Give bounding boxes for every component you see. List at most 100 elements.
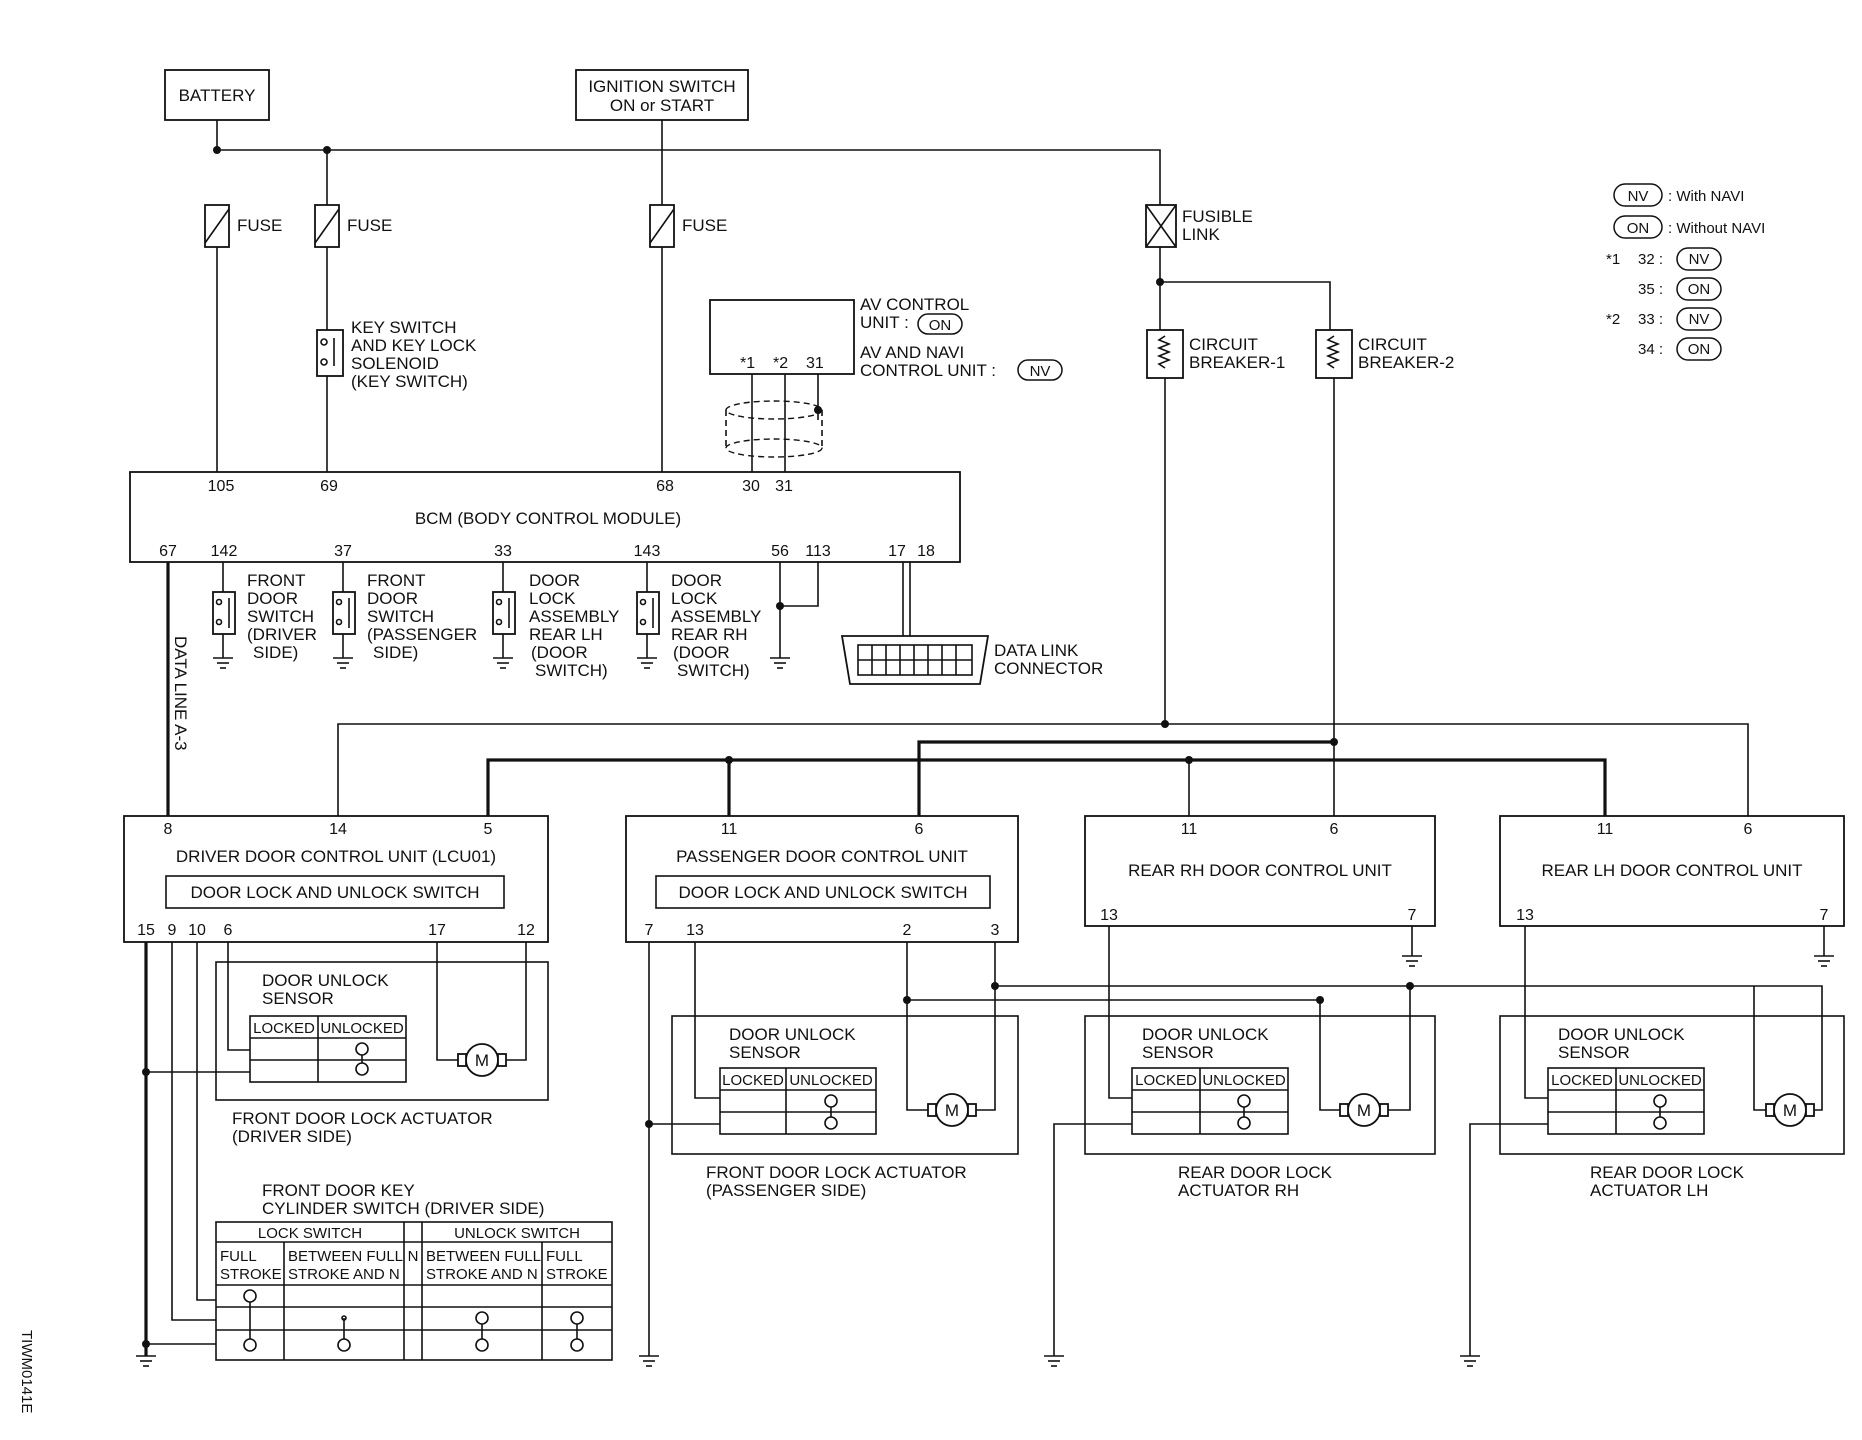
sw-rlh-l6: SWITCH)	[535, 661, 608, 680]
fuse-3: FUSE	[649, 204, 727, 248]
drv-col-locked: LOCKED	[253, 1020, 315, 1037]
sw-rlh-l2: LOCK	[529, 589, 576, 608]
rear-lh-door-control-unit: 11 6 REAR LH DOOR CONTROL UNIT 13 7	[1499, 815, 1845, 927]
key-cyl-stroke1: STROKE	[220, 1266, 282, 1283]
front-door-key-cylinder-switch: FRONT DOOR KEY CYLINDER SWITCH (DRIVER S…	[215, 1181, 613, 1361]
av-nv-tag: NV	[1030, 363, 1051, 380]
data-link-connector: DATA LINK CONNECTOR	[840, 562, 1103, 685]
sw-rrh-l4: REAR RH	[671, 625, 748, 644]
bcm-pin-37: 37	[334, 543, 352, 560]
rlh-pin-7: 7	[1820, 907, 1829, 924]
battery-label: BATTERY	[179, 86, 256, 105]
fusible-link-label-2: LINK	[1182, 225, 1220, 244]
rrh-col-unlocked: UNLOCKED	[1202, 1072, 1286, 1089]
cb2-label-1: CIRCUIT	[1358, 335, 1427, 354]
sw-pass-l3: SWITCH	[367, 607, 434, 626]
rrh-pin-11: 11	[1181, 821, 1198, 838]
key-switch: KEY SWITCH AND KEY LOCK SOLENOID (KEY SW…	[316, 318, 477, 391]
bcm-title: BCM (BODY CONTROL MODULE)	[415, 509, 681, 528]
bcm-pin-69: 69	[320, 478, 338, 495]
rlh-actuator-l1: REAR DOOR LOCK	[1590, 1163, 1745, 1182]
circuit-breaker-1: CIRCUIT BREAKER-1	[1146, 329, 1285, 379]
sw-driver-l3: SWITCH	[247, 607, 314, 626]
door-lock-assembly-rear-lh: DOOR LOCK ASSEMBLY REAR LH (DOOR SWITCH)	[492, 562, 619, 680]
ddu-title: DRIVER DOOR CONTROL UNIT (LCU01)	[176, 847, 496, 866]
pass-sensor-l2: SENSOR	[729, 1043, 801, 1062]
front-door-switch-passenger: FRONT DOOR SWITCH (PASSENGER SIDE)	[332, 562, 477, 669]
av-control-unit-label: CONTROL UNIT :	[860, 361, 996, 380]
rlh-col-unlocked: UNLOCKED	[1618, 1072, 1702, 1089]
bcm-pin-30: 30	[742, 478, 760, 495]
dlc-label-1: DATA LINK	[994, 641, 1079, 660]
pdu-switch-label[interactable]: DOOR LOCK AND UNLOCK SWITCH	[678, 883, 967, 902]
rlh-pin-13: 13	[1516, 907, 1534, 924]
key-switch-label-4: (KEY SWITCH)	[351, 372, 468, 391]
fuse-2-label: FUSE	[347, 216, 392, 235]
rear-rh-door-control-unit: 11 6 REAR RH DOOR CONTROL UNIT 13 7	[1084, 815, 1436, 927]
pass-actuator-l1: FRONT DOOR LOCK ACTUATOR	[706, 1163, 967, 1182]
ignition-switch: IGNITION SWITCH ON or START	[575, 69, 749, 121]
ddu-pin-5: 5	[484, 821, 493, 838]
key-switch-label-1: KEY SWITCH	[351, 318, 456, 337]
legend: NV : With NAVI ON : Without NAVI *1 32 :…	[1606, 183, 1765, 361]
ddu-pin-15: 15	[137, 922, 155, 939]
fuse-3-label: FUSE	[682, 216, 727, 235]
drv-col-unlocked: UNLOCKED	[320, 1020, 404, 1037]
key-switch-label-3: SOLENOID	[351, 354, 439, 373]
pdu-pin-2: 2	[903, 922, 912, 939]
sw-pass-l2: DOOR	[367, 589, 418, 608]
fusible-link: FUSIBLE LINK	[1145, 204, 1253, 248]
pass-actuator-l2: (PASSENGER SIDE)	[706, 1181, 866, 1200]
battery: BATTERY	[164, 69, 270, 121]
fuse-1: FUSE	[204, 204, 282, 248]
fuse-2: FUSE	[314, 204, 392, 248]
drv-sensor-l2: SENSOR	[262, 989, 334, 1008]
ignition-label-1: IGNITION SWITCH	[588, 77, 735, 96]
bcm-pin-33: 33	[494, 543, 512, 560]
key-cyl-between1: BETWEEN FULL	[288, 1248, 403, 1265]
ddu-pin-12: 12	[517, 922, 535, 939]
cb1-label-2: BREAKER-1	[1189, 353, 1285, 372]
drv-actuator-l2: (DRIVER SIDE)	[232, 1127, 352, 1146]
front-door-switch-driver: FRONT DOOR SWITCH (DRIVER SIDE)	[212, 562, 317, 669]
bcm-pin-17: 17	[888, 543, 906, 560]
rear-door-lock-actuator-lh: DOOR UNLOCK SENSOR LOCKED UNLOCKED M REA…	[1499, 1015, 1845, 1200]
fuse-1-label: FUSE	[237, 216, 282, 235]
sw-pass-l4: (PASSENGER	[367, 625, 477, 644]
sw-rlh-l5: (DOOR	[531, 643, 588, 662]
driver-door-control-unit: 8 14 5 DRIVER DOOR CONTROL UNIT (LCU01) …	[123, 815, 549, 943]
ignition-label-2: ON or START	[610, 96, 714, 115]
drv-actuator-l1: FRONT DOOR LOCK ACTUATOR	[232, 1109, 493, 1128]
cb2-label-2: BREAKER-2	[1358, 353, 1454, 372]
ddu-pin-8: 8	[164, 821, 173, 838]
av-control-label: AV CONTROL	[860, 295, 969, 314]
ddu-pin-6: 6	[224, 922, 233, 939]
pass-col-locked: LOCKED	[722, 1072, 784, 1089]
dlc-label-2: CONNECTOR	[994, 659, 1103, 678]
legend-row4-pin: 34 :	[1638, 341, 1663, 358]
pdu-pin-6: 6	[915, 821, 924, 838]
bcm-pin-113: 113	[805, 543, 831, 560]
sw-pass-l1: FRONT	[367, 571, 426, 590]
bcm-pin-18: 18	[917, 543, 935, 560]
ddu-switch-label[interactable]: DOOR LOCK AND UNLOCK SWITCH	[190, 883, 479, 902]
legend-row1-pin: 32 :	[1638, 251, 1663, 268]
rlh-title: REAR LH DOOR CONTROL UNIT	[1541, 861, 1802, 880]
door-lock-assembly-rear-rh: DOOR LOCK ASSEMBLY REAR RH (DOOR SWITCH)	[636, 562, 761, 680]
av-pin-1: *1	[740, 355, 755, 372]
pdu-pin-7: 7	[645, 922, 654, 939]
legend-row2-tag: ON	[1688, 281, 1711, 298]
legend-on-tag: ON	[1627, 220, 1650, 237]
sw-rlh-l4: REAR LH	[529, 625, 603, 644]
rlh-actuator-l2: ACTUATOR LH	[1590, 1181, 1708, 1200]
legend-row3-tag: NV	[1689, 311, 1710, 328]
rrh-pin-6: 6	[1330, 821, 1339, 838]
bcm-pin-105: 105	[208, 478, 235, 495]
sw-driver-l1: FRONT	[247, 571, 306, 590]
sw-rlh-l1: DOOR	[529, 571, 580, 590]
sw-rrh-l6: SWITCH)	[677, 661, 750, 680]
av-unit-label: UNIT :	[860, 313, 909, 332]
key-cyl-unlock: UNLOCK SWITCH	[454, 1225, 580, 1242]
av-pin-2: *2	[773, 355, 788, 372]
